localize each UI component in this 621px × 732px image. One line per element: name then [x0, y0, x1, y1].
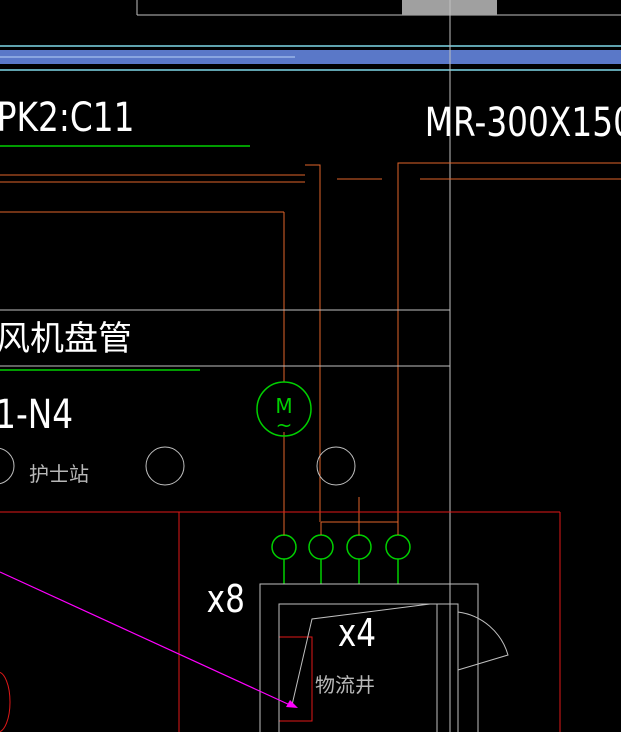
door-swing [457, 611, 509, 671]
valve-group [271, 534, 411, 584]
multiplier-8-text: x8 [207, 578, 245, 622]
duct-band [0, 45, 621, 71]
orange-pipes-vertical [178, 162, 621, 732]
valve-connectors [283, 521, 399, 535]
column-circle-right [316, 446, 356, 486]
column-circle-left [0, 447, 15, 485]
motor-symbol[interactable]: M ~ [256, 381, 312, 437]
orange-pipes-horizontal [0, 174, 621, 213]
logistics-shaft-text: 物流井 [315, 673, 375, 697]
valve-circle-3 [346, 534, 372, 560]
leader-arrow [0, 571, 298, 708]
duct-tag-text: MR-300X150- [425, 99, 621, 146]
column-circles [0, 446, 356, 486]
pipe-tag-text: PK2:C11 [0, 94, 135, 141]
fan-coil-text: 风机盘管 [0, 319, 132, 359]
column-circle-mid [145, 446, 185, 486]
room-outline [0, 309, 450, 367]
top-frame [136, 0, 621, 16]
multiplier-4-text: x4 [338, 612, 376, 656]
logistics-shaft-box [259, 583, 509, 732]
red-frame [0, 511, 561, 732]
circuit-text: 1-N4 [0, 391, 73, 438]
motor-m-label: M [275, 394, 292, 418]
red-small-rect [278, 636, 313, 722]
red-arc [0, 671, 11, 732]
valve-circle-4 [385, 534, 411, 560]
valve-circle-2 [308, 534, 334, 560]
motor-ac-label: ~ [276, 413, 293, 437]
valve-circle-1 [271, 534, 297, 560]
nurse-station-text: 护士站 [29, 462, 89, 486]
